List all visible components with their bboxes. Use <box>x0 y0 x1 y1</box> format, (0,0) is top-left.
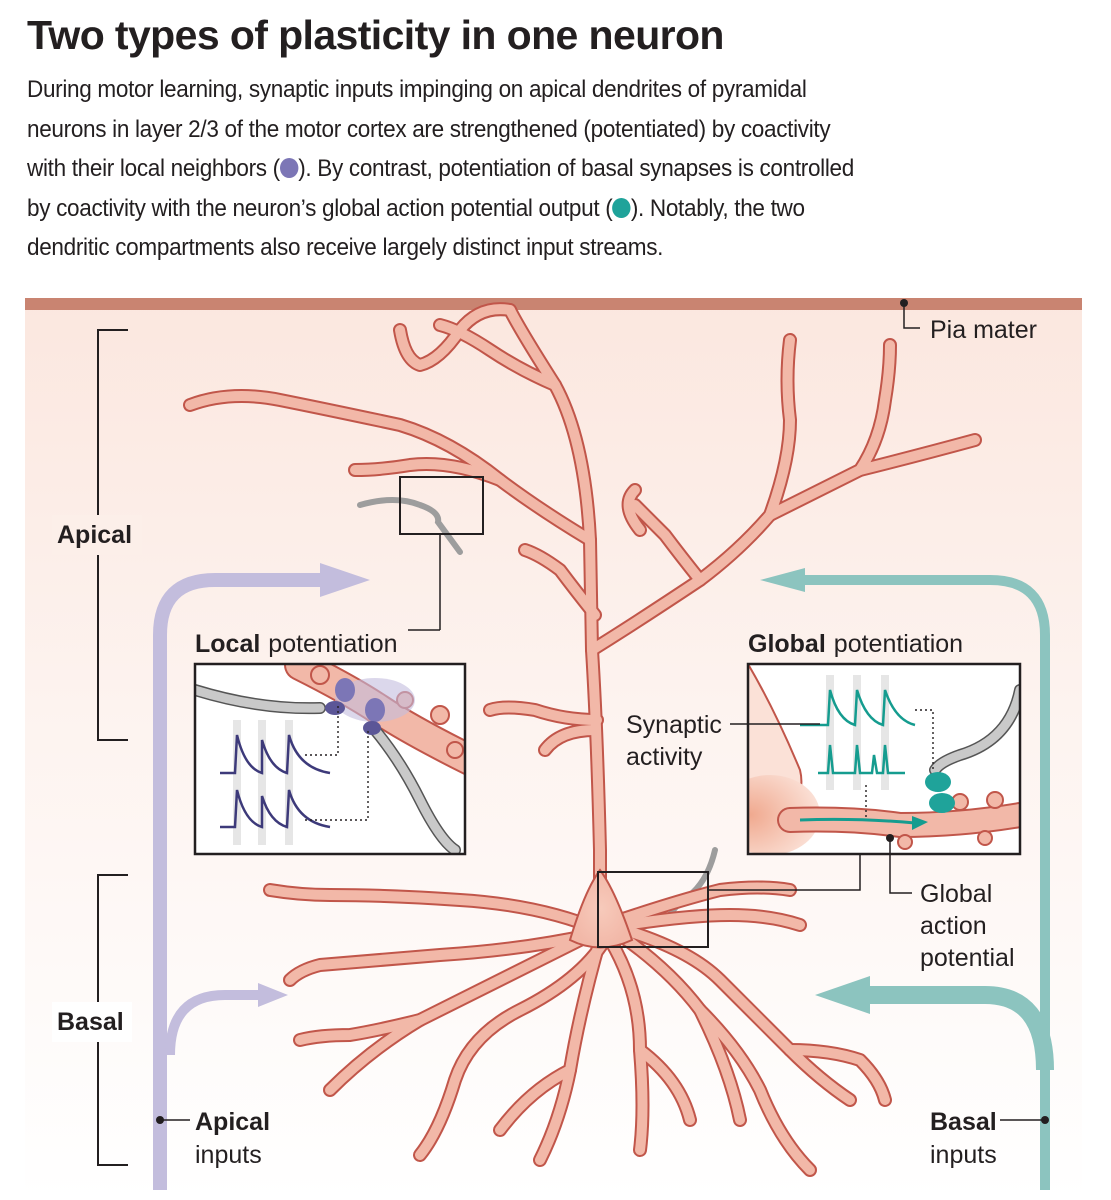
global-ap-label-3: potential <box>920 944 1015 972</box>
global-heading-rest: potentiation <box>834 630 963 658</box>
intro-line-4a: by coactivity with the neuron’s global a… <box>27 194 613 222</box>
apical-inputs-label-1: Apical <box>195 1108 270 1136</box>
local-trace-bottom <box>220 789 331 829</box>
synaptic-activity-label-2: activity <box>626 743 703 771</box>
global-heading-bold: Global <box>748 630 826 658</box>
intro-line-3: with their local neighbors ( ). By contra… <box>27 149 1085 189</box>
apical-inputs-callout: Apical inputs <box>156 1108 270 1169</box>
local-dot-icon <box>279 158 299 178</box>
intro-line-1: During motor learning, synaptic inputs i… <box>27 76 807 103</box>
local-heading-bold: Local <box>195 630 260 658</box>
intro-line-3b: ). By contrast, potentiation of basal sy… <box>298 155 854 182</box>
pia-mater-callout: Pia mater <box>900 299 1037 344</box>
soma-highlight-box <box>597 871 709 948</box>
synaptic-activity-callout: Synaptic activity <box>626 711 820 771</box>
apical-highlight-box <box>399 476 484 535</box>
neuron-diagram: Pia mater Apical Basal <box>25 298 1082 1200</box>
basal-bracket: Basal <box>52 874 132 1166</box>
apical-arrow-upper-icon <box>320 563 370 597</box>
basal-arrow-upper-icon <box>760 568 805 592</box>
local-heading-rest: potentiation <box>268 630 397 658</box>
global-action-potential-callout: Global action potential <box>886 834 1015 972</box>
apical-arrow-lower-icon <box>258 983 288 1007</box>
pia-mater-band <box>25 298 1082 310</box>
global-ap-label-2: action <box>920 912 987 940</box>
figure-title: Two types of plasticity in one neuron <box>27 12 724 58</box>
global-potentiation-inset <box>746 662 1022 856</box>
global-dot-icon <box>612 197 631 218</box>
basal-label: Basal <box>57 1008 124 1036</box>
apical-inputs-label-2: inputs <box>195 1141 262 1169</box>
global-ap-label-1: Global <box>920 880 992 908</box>
apical-input-stream <box>153 573 325 1190</box>
apical-bracket: Apical <box>52 329 142 741</box>
local-heading: Local potentiation <box>195 630 398 658</box>
synaptic-activity-label-1: Synaptic <box>626 711 722 739</box>
global-trace-bottom <box>818 744 905 775</box>
soma-callout-line <box>708 855 861 891</box>
global-trace-top <box>800 689 916 727</box>
basal-input-stream <box>800 575 1054 1190</box>
neuron-dendrites <box>183 302 982 1177</box>
pia-mater-label: Pia mater <box>930 316 1037 344</box>
basal-arrow-lower-icon <box>815 976 870 1014</box>
intro-paragraph: During motor learning, synaptic inputs i… <box>27 70 1085 268</box>
apical-axon <box>357 497 463 555</box>
apical-label: Apical <box>57 521 132 549</box>
intro-line-4: by coactivity with the neuron’s global a… <box>27 189 1085 229</box>
intro-line-5: dendritic compartments also receive larg… <box>27 234 664 261</box>
basal-inputs-label-1: Basal <box>930 1108 997 1136</box>
basal-inputs-label-2: inputs <box>930 1141 997 1169</box>
intro-line-2: neurons in layer 2/3 of the motor cortex… <box>27 115 831 143</box>
local-potentiation-inset <box>193 662 467 856</box>
basal-inputs-callout: Basal inputs <box>930 1108 1049 1169</box>
intro-line-4b: ). Notably, the two <box>630 194 805 222</box>
local-trace-top <box>220 734 331 775</box>
intro-line-3a: with their local neighbors ( <box>27 155 280 182</box>
global-heading: Global potentiation <box>748 630 963 658</box>
